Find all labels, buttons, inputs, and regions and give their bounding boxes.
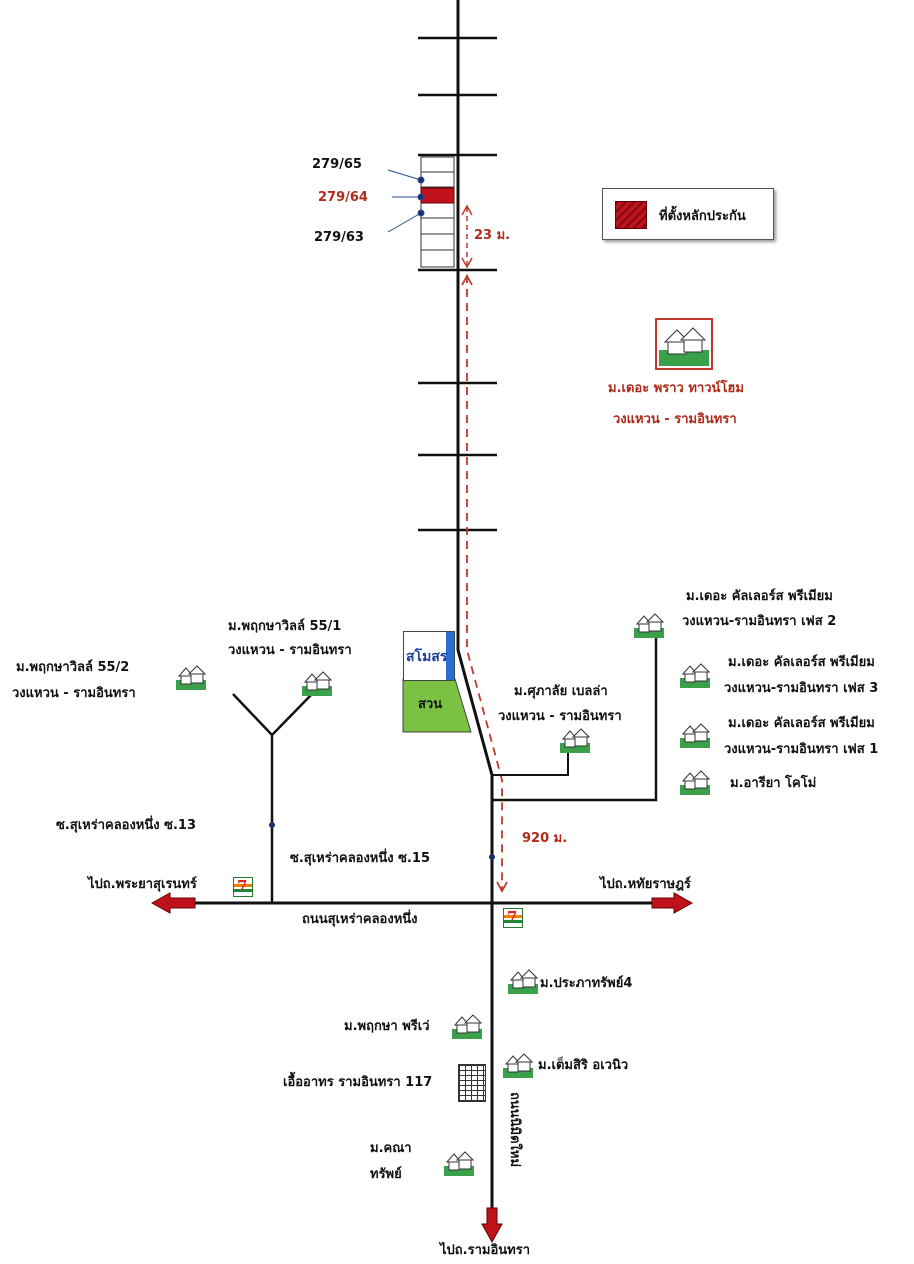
route-dashed [461,274,508,893]
pruksa-55-2-sub: วงแหวน - รามอินทรา [12,686,136,701]
house-icon [560,728,590,753]
temsiri-label: ม.เต็มสิริ อเวนิว [538,1058,629,1073]
to-hathai-label: ไปถ.หทัยราษฎร์ [600,877,691,892]
to-ramintra-label: ไปถ.รามอินทรา [440,1243,530,1258]
supalai-name: ม.ศุภาลัย เบลล่า [514,684,608,699]
supalai-sub: วงแหวน - รามอินทรา [498,709,622,724]
legend-swatch [615,201,647,229]
colors-2-sub: วงแหวน-รามอินทรา เฟส 2 [682,614,837,629]
project-house-icon [655,318,713,370]
club-building: สโมสร [403,631,455,681]
distance-long: 920 ม. [522,831,568,846]
khana-sub: ทรัพย์ [370,1167,402,1182]
ariya-name: ม.อารียา โคโม่ [730,776,817,791]
pruksa-55-1-sub: วงแหวน - รามอินทรา [228,643,352,658]
soi-15-label: ซ.สุเหร่าคลองหนึ่ง ซ.15 [290,851,430,866]
seven-eleven-icon: 7 [233,877,253,897]
soi-13-marker [269,822,275,828]
plot-pointers [387,169,425,233]
house-icon [503,1053,533,1078]
khana-name: ม.คณา [370,1141,412,1156]
park-label: สวน [418,697,443,712]
short-distance-arrow [461,204,473,269]
eua-arthorn-label: เอื้ออาทร รามอินทรา 117 [283,1075,433,1090]
arrow-down [481,1207,503,1244]
pruksa-55-1-name: ม.พฤกษาวิลล์ 55/1 [228,619,342,634]
nimit-road-label: ถนนนิมิตใหม่ [507,1092,522,1168]
house-icon [452,1014,482,1039]
prapa-label: ม.ประภาทรัพย์4 [540,976,633,991]
soi-13-label: ซ.สุเหร่าคลองหนึ่ง ซ.13 [56,818,196,833]
plot-block [420,156,455,268]
colors-3-sub: วงแหวน-รามอินทรา เฟส 3 [724,681,879,696]
house-icon [444,1151,474,1176]
target-plot [420,187,455,204]
house-icon [508,969,538,994]
soi-15-marker [489,854,495,860]
supalai-road [492,750,569,776]
cross-streets [418,36,497,532]
colors-1-sub: วงแหวน-รามอินทรา เฟส 1 [724,742,879,757]
soi-13-road [232,693,313,903]
plot-label-target: 279/64 [318,190,368,205]
arrow-right [651,892,694,914]
legend: ที่ตั้งหลักประกัน [602,188,774,240]
colors-road [492,637,658,802]
pruksa-55-2-name: ม.พฤกษาวิลล์ 55/2 [16,660,130,675]
distance-short: 23 ม. [474,228,511,243]
colors-1-name: ม.เดอะ คัลเลอร์ส พรีเมียม [728,716,875,731]
pruksa-prive-label: ม.พฤกษา พรีเว่ [344,1019,430,1034]
house-icon [680,723,710,748]
seven-eleven-icon: 7 [503,908,523,928]
to-phraya-label: ไปถ.พระยาสุเรนทร์ [88,877,197,892]
legend-label: ที่ตั้งหลักประกัน [659,209,746,224]
house-icon [680,663,710,688]
house-icon [680,770,710,795]
house-icon [634,613,664,638]
house-icon [176,665,206,690]
plot-label-upper: 279/65 [312,157,362,172]
colors-3-name: ม.เดอะ คัลเลอร์ส พรีเมียม [728,655,875,670]
arrow-left [150,892,196,914]
colors-2-name: ม.เดอะ คัลเลอร์ส พรีเมียม [686,589,833,604]
condo-building-icon [458,1064,486,1102]
house-icon [302,671,332,696]
main-soi-road [456,0,494,1212]
club-label: สโมสร [406,649,448,665]
main-road-label: ถนนสุเหร่าคลองหนึ่ง [302,912,418,927]
project-sub: วงแหวน - รามอินทรา [613,412,737,427]
plot-label-lower: 279/63 [314,230,364,245]
project-name: ม.เดอะ พราว ทาวน์โฮม [608,381,744,396]
